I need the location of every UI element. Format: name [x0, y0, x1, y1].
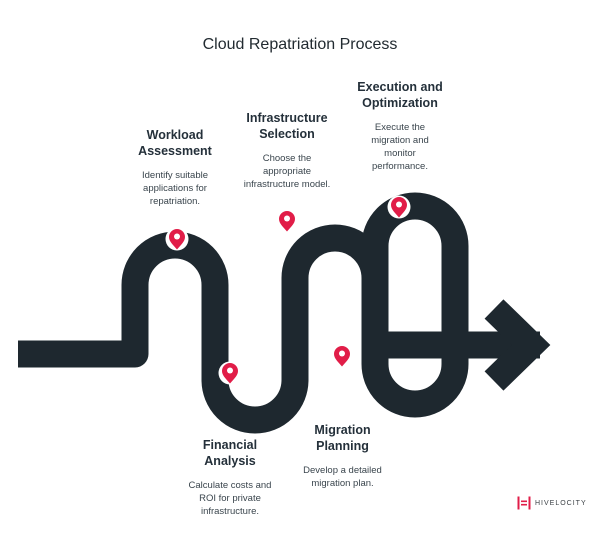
diagram-title: Cloud Repatriation Process: [202, 36, 398, 53]
map-pin-icon: [275, 209, 299, 233]
brand-name: HIVELOCITY: [535, 499, 587, 507]
step-financial-analysis: Financial Analysis Calculate costs and R…: [170, 437, 290, 518]
step-heading: Financial Analysis: [202, 438, 258, 468]
brand-logo: HIVELOCITY: [517, 496, 587, 510]
hivelocity-logo-icon: [517, 496, 531, 510]
step-heading: Infrastructure Selection: [246, 111, 328, 141]
map-pin-icon: [330, 344, 354, 368]
map-pin-icon: [165, 227, 189, 251]
step-heading: Migration Planning: [314, 423, 371, 453]
step-workload-assessment: Workload Assessment Identify suitable ap…: [115, 127, 235, 208]
map-pin-icon: [387, 195, 411, 219]
step-heading: Workload Assessment: [138, 128, 212, 158]
step-description: Execute the migration and monitor perfor…: [371, 122, 429, 172]
step-infrastructure-selection: Infrastructure Selection Choose the appr…: [222, 110, 352, 191]
arrow-head: [484, 299, 551, 391]
step-description: Calculate costs and ROI for private infr…: [188, 480, 272, 517]
map-pin-icon: [218, 361, 242, 385]
step-execution-and-optimization: Execution and Optimization Execute the m…: [335, 79, 465, 173]
step-heading: Execution and Optimization: [357, 80, 443, 110]
step-description: Identify suitable applications for repat…: [141, 170, 208, 207]
winding-road: [18, 192, 540, 434]
step-description: Develop a detailed migration plan.: [303, 465, 382, 489]
step-description: Choose the appropriate infrastructure mo…: [243, 153, 331, 190]
step-migration-planning: Migration Planning Develop a detailed mi…: [285, 422, 400, 490]
